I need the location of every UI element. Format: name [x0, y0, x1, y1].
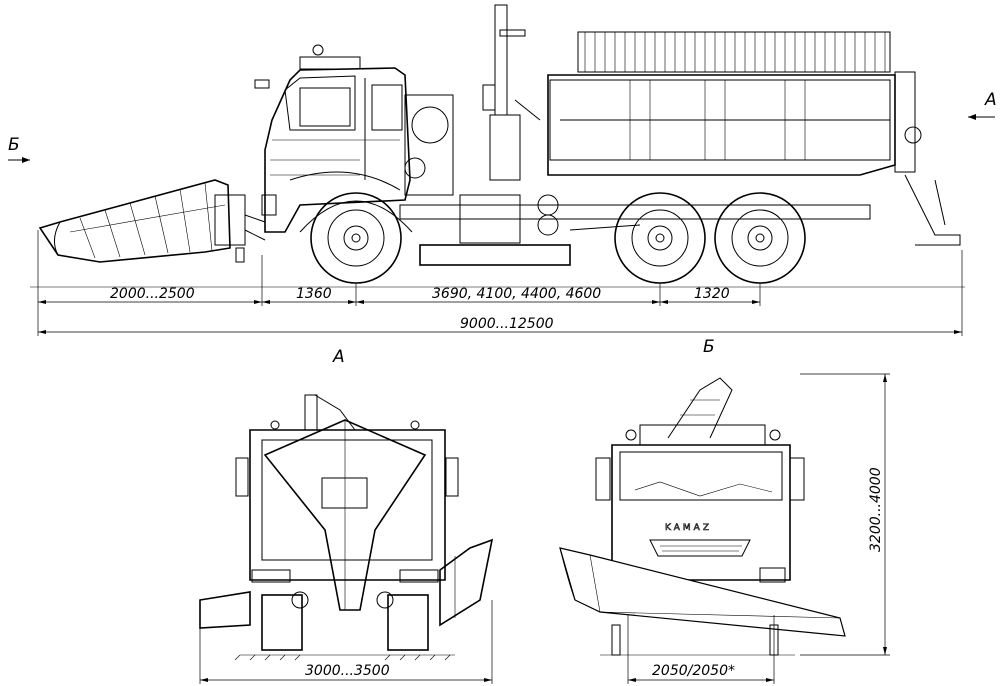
- dim-height: 3200...4000: [868, 467, 884, 552]
- side-dump-body: [547, 31, 961, 246]
- arrow-view-a: А: [968, 90, 997, 120]
- view-b-front: Б KAMAZ 2050/2050* 320: [559, 337, 890, 684]
- side-view: Б А: [8, 4, 997, 336]
- side-wheel-rear-1: [614, 192, 706, 284]
- side-wheel-rear-2: [714, 192, 806, 284]
- side-dimensions: 2000...2500 1360 3690, 4100, 4400, 4600 …: [37, 230, 963, 336]
- arrow-a-label: А: [984, 90, 997, 110]
- dim-wheelbase: 3690, 4100, 4400, 4600: [432, 286, 601, 302]
- side-cab: [254, 44, 454, 233]
- dim-rear-width: 3000...3500: [305, 663, 390, 679]
- dim-rear-axle: 1320: [694, 286, 730, 302]
- dim-front-track: 2050/2050*: [652, 663, 735, 679]
- side-chassis: [399, 194, 871, 266]
- view-a-title: А: [332, 347, 345, 367]
- view-b-title: Б: [703, 337, 715, 357]
- side-crane: [482, 4, 541, 181]
- grille-brand: KAMAZ: [665, 523, 712, 533]
- side-wheel-front: [299, 192, 413, 284]
- arrow-view-b: Б: [8, 135, 30, 163]
- dim-plow-reach: 2000...2500: [110, 286, 195, 302]
- arrow-b-label: Б: [8, 135, 20, 155]
- dim-overall-length: 9000...12500: [460, 316, 554, 332]
- side-plow-blade: [38, 179, 266, 263]
- view-a-rear: А: [199, 347, 494, 684]
- dim-front-overhang: 1360: [296, 286, 332, 302]
